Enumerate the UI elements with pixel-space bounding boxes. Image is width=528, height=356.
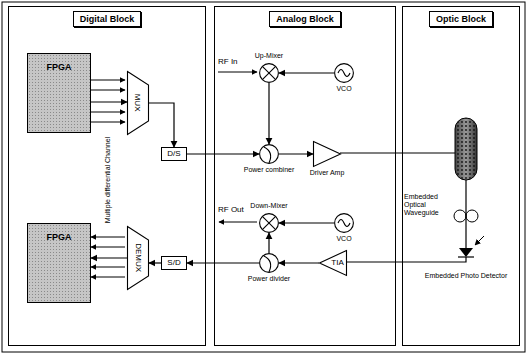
channel-arrow <box>91 247 125 248</box>
channel-arrow <box>91 237 125 238</box>
part-label: Power combiner <box>244 166 295 174</box>
triangle-outline <box>320 251 347 276</box>
circle-outline <box>260 214 279 233</box>
divider-symbol: Power divider <box>259 253 279 273</box>
part-name: Embedded Optical Waveguide <box>404 193 450 217</box>
sine-wave <box>338 70 350 77</box>
fpga-chip: FPGA <box>27 223 91 303</box>
outer-frame <box>2 2 525 352</box>
part-label: Down-Mixer <box>250 202 287 210</box>
signal-connector <box>279 262 319 263</box>
channel-arrow <box>91 267 125 268</box>
sine-wave <box>338 220 350 227</box>
fpga-chip: FPGA <box>27 53 91 133</box>
divider-symbol-outline <box>259 253 279 273</box>
combiner-symbol-outline <box>259 144 279 164</box>
triangle-outline <box>314 142 341 167</box>
light-arrow <box>475 236 484 245</box>
channel-note: Multiple differential Channel <box>104 137 112 223</box>
part-label: VCO <box>336 235 351 243</box>
converter-box: S/D <box>161 256 187 270</box>
signal-connector <box>279 222 334 223</box>
mixer-symbol: Up-Mixer <box>259 63 279 83</box>
converter-box: D/S <box>161 147 187 161</box>
demux-symbol: DEMUX <box>127 226 149 290</box>
mixer-symbol: Down-Mixer <box>259 213 279 233</box>
channel-arrow <box>91 122 125 123</box>
part-label: Up-Mixer <box>255 52 283 60</box>
signal-connector <box>268 83 269 144</box>
amplifier-symbol: Driver Amp <box>313 141 341 167</box>
signal-connector <box>268 233 269 253</box>
block-heading: Digital Block <box>73 11 142 27</box>
circle-outline <box>335 214 354 233</box>
laser-texture <box>455 118 477 180</box>
waveguide-loop <box>466 210 478 222</box>
signal-connector <box>91 257 127 258</box>
part-label: MUX <box>133 94 142 112</box>
block-heading: Optic Block <box>429 11 493 27</box>
circle-outline <box>260 254 279 273</box>
mixer-cross <box>262 216 275 229</box>
signal-connector <box>91 101 127 102</box>
oscillator-symbol-outline <box>334 63 354 83</box>
channel-arrows <box>91 72 484 277</box>
circle-outline <box>335 64 354 83</box>
combiner-symbol: Power combiner <box>259 144 279 164</box>
oscillator-symbol-outline <box>334 213 354 233</box>
block-heading: Analog Block <box>269 11 341 27</box>
part-label: FPGA <box>46 232 71 242</box>
channel-arrow <box>91 80 125 81</box>
oscillator-symbol: VCO <box>334 213 354 233</box>
mixer-symbol-outline <box>259 63 279 83</box>
coupler-arc <box>264 256 271 272</box>
signal-connector <box>187 262 259 263</box>
mixer-symbol-outline <box>259 213 279 233</box>
signal-connector <box>187 153 259 154</box>
photo-detector <box>459 248 473 257</box>
signal-connector <box>279 153 313 154</box>
signal-connector <box>279 72 334 73</box>
part-label: FPGA <box>46 62 71 72</box>
coupler-arc <box>264 147 271 163</box>
part-label: Driver Amp <box>310 169 345 177</box>
channel-arrow <box>91 112 125 113</box>
trapezoid-outline <box>128 72 149 135</box>
oscillator-symbol: VCO <box>334 63 354 83</box>
part-label: S/D <box>167 258 180 267</box>
block-panel: Analog BlockUp-MixerVCOPower combinerDri… <box>214 6 396 346</box>
signal-connector <box>149 103 174 147</box>
mux-symbol: MUX <box>127 71 149 135</box>
part-label: TIA <box>331 258 343 267</box>
circle-outline <box>260 145 279 164</box>
laser-source <box>455 118 477 180</box>
channel-arrow <box>91 277 125 278</box>
channel-arrow <box>91 90 125 91</box>
circle-outline <box>260 64 279 83</box>
part-label: D/S <box>167 149 180 158</box>
waveguide-loop <box>454 210 466 222</box>
detector-wire <box>347 257 466 262</box>
mixer-cross <box>262 66 275 79</box>
rf-in-arrow <box>218 72 257 73</box>
amplifier-symbol-outline <box>313 141 341 167</box>
mixer-cross <box>262 66 275 79</box>
part-label: VCO <box>336 85 351 93</box>
trapezoid-outline <box>128 227 149 290</box>
block-panel: Optic Block <box>402 6 520 346</box>
signal-name: RF Out <box>218 205 244 214</box>
amplifier-symbol: TIA <box>319 250 347 276</box>
part-label: Power divider <box>248 275 290 283</box>
part-name: Embedded Photo Detector <box>422 272 510 280</box>
signal-name: RF In <box>218 57 238 66</box>
part-label: DEMUX <box>133 244 142 273</box>
signal-connector <box>149 262 161 263</box>
drive-wire <box>340 152 455 153</box>
rf-out-arrow <box>219 222 257 223</box>
mixer-cross <box>262 216 275 229</box>
